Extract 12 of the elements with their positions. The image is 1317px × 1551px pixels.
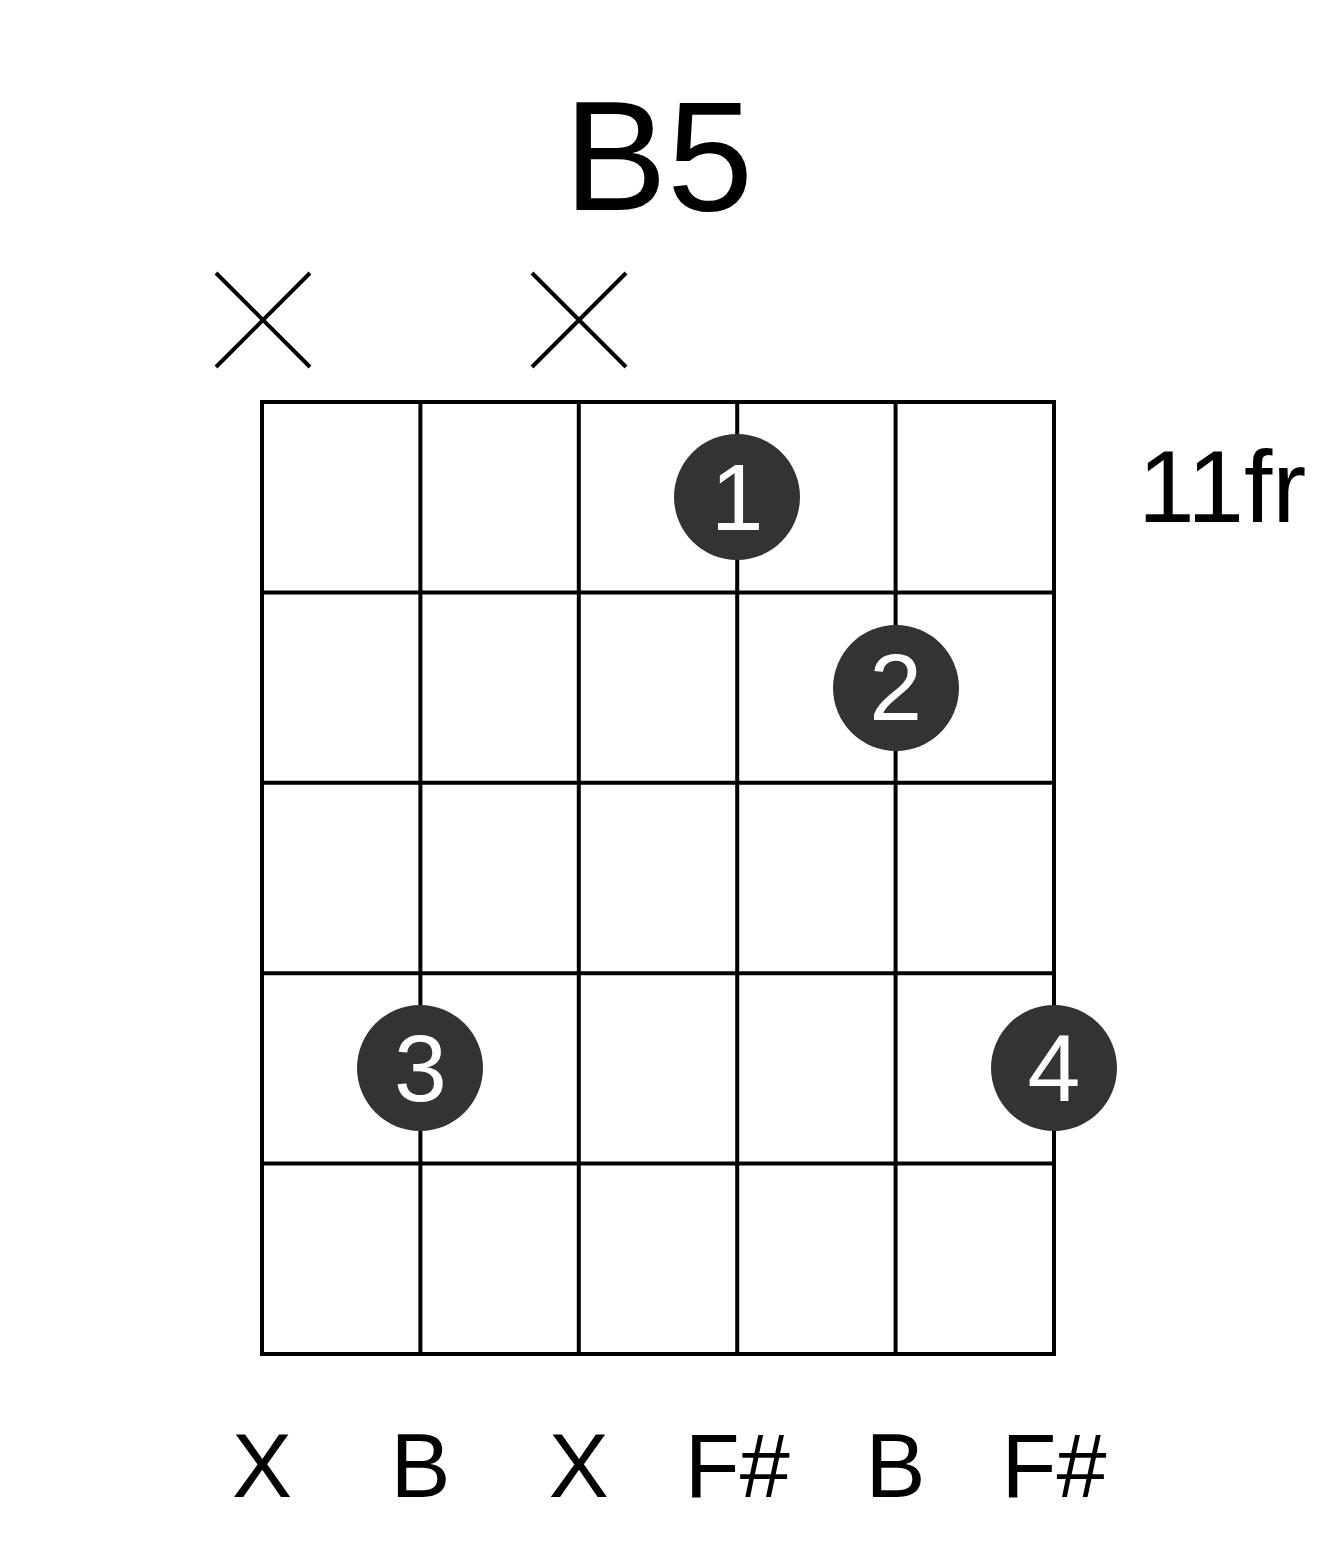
finger-number: 2 — [869, 640, 922, 736]
finger-number: 1 — [710, 449, 764, 545]
string-note-label: B — [865, 1420, 926, 1511]
finger-number: 3 — [393, 1020, 447, 1116]
string-note-label: X — [548, 1420, 609, 1511]
string-note-label: X — [232, 1420, 292, 1511]
string-note-label: F# — [684, 1420, 790, 1511]
chord-title: B5 — [563, 78, 754, 234]
string-note-label: B — [390, 1420, 451, 1511]
finger-number: 4 — [1027, 1020, 1081, 1116]
fret-position-label: 11fr — [1138, 435, 1307, 538]
string-note-label: F# — [1001, 1420, 1107, 1511]
